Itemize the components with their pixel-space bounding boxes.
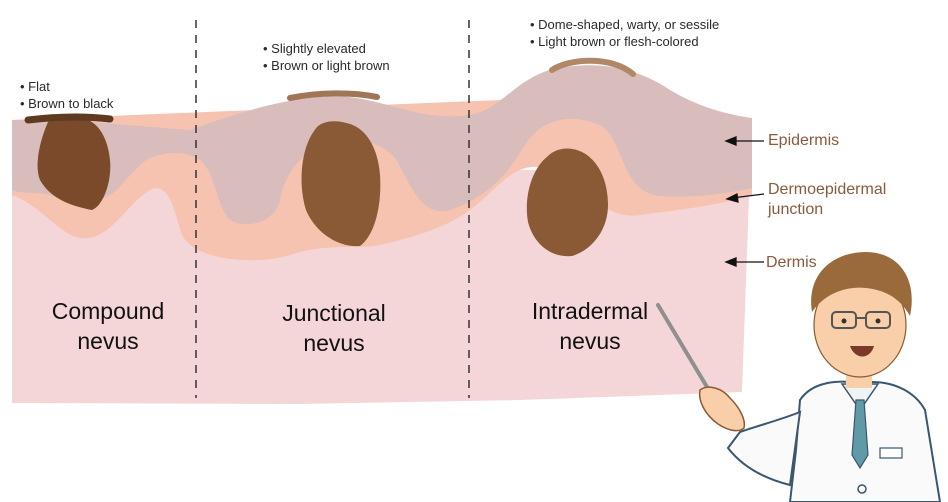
label-line: nevus — [559, 328, 621, 354]
intradermal-nevus-mass — [526, 148, 608, 257]
junctional-nevus-mass — [301, 121, 381, 247]
doctor-arm — [726, 410, 802, 487]
junctional-nevus-label: Junctional nevus — [266, 298, 402, 358]
necktie — [851, 399, 869, 470]
label-line: nevus — [303, 330, 365, 356]
epidermis-label: Epidermis — [768, 132, 840, 149]
label-line: nevus — [77, 328, 139, 354]
glasses-right-lens — [865, 311, 891, 329]
junctional-nevus-cap — [287, 90, 380, 101]
doctor-smile — [850, 346, 874, 357]
pointer-stick — [656, 303, 718, 404]
trait-line: • Brown to black — [20, 96, 114, 111]
junctional-nevus-traits: • Slightly elevated • Brown or light bro… — [263, 40, 390, 74]
doctor-illustration — [656, 252, 942, 502]
trait-line: • Slightly elevated — [263, 41, 366, 56]
compound-nevus-label: Compound nevus — [38, 296, 178, 356]
doctor-hair — [811, 252, 912, 316]
dej-label-line2: junction — [768, 201, 824, 218]
intradermal-nevus-cap — [549, 57, 636, 77]
dej-label: Dermoepidermal junction — [768, 180, 886, 220]
epidermis-layer — [12, 65, 752, 225]
label-line: Intradermal — [531, 298, 649, 324]
intradermal-nevus-traits: • Dome-shaped, warty, or sessile • Light… — [530, 16, 719, 50]
glasses-left-lens — [831, 311, 857, 329]
label-line: Compound — [51, 298, 165, 324]
dermis-label: Dermis — [766, 254, 817, 271]
dermis-arrow — [724, 257, 764, 267]
dej-arrow — [725, 193, 765, 203]
label-line: Junctional — [282, 300, 386, 326]
trait-line: • Dome-shaped, warty, or sessile — [530, 17, 720, 32]
compound-nevus-traits: • Flat • Brown to black — [20, 78, 113, 112]
dej-label-line1: Dermoepidermal — [768, 181, 887, 198]
trait-line: • Flat — [20, 79, 50, 94]
intradermal-nevus-label: Intradermal nevus — [520, 296, 660, 356]
doctor-hand — [698, 386, 746, 432]
compound-nevus-cap — [24, 113, 114, 124]
epidermis-arrow — [724, 136, 764, 146]
trait-line: • Light brown or flesh-colored — [530, 34, 699, 49]
compound-nevus-mass — [37, 117, 111, 210]
trait-line: • Brown or light brown — [263, 58, 390, 73]
